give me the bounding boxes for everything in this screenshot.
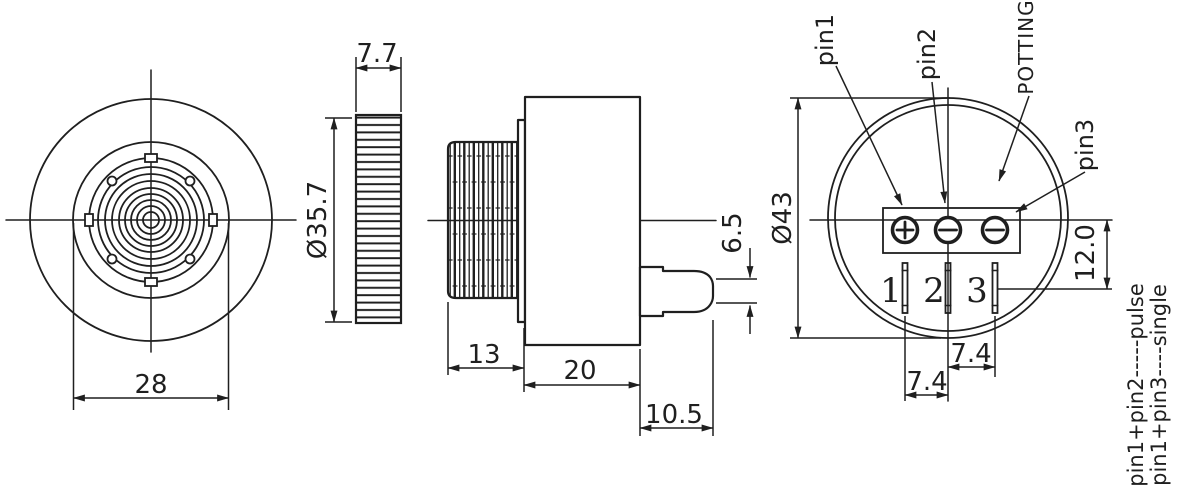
membrane-ridge-circle — [97, 166, 205, 274]
bezel-outer-circle — [29, 98, 273, 342]
leader-line-pin1 — [835, 65, 903, 206]
mounting-hole — [106, 175, 118, 187]
threaded-neck — [446, 140, 520, 300]
body-length-dimension: 20 — [523, 349, 641, 436]
lead-number-3: 3 — [966, 271, 988, 311]
retainer-tab — [144, 153, 158, 163]
mounting-hole — [184, 253, 196, 265]
dimension-text-43: Ø43 — [768, 191, 798, 245]
tip-diameter-dimension: 6.5 — [716, 212, 757, 334]
terminals — [890, 215, 1010, 245]
knob-diameter-dimension: Ø35.7 — [303, 117, 352, 323]
dimension-text-7-4-right: 7.4 — [950, 339, 991, 369]
wiring-notes: pin1+pin2-----pulse pin1+pin3----single — [1124, 283, 1171, 487]
pin-callouts: pin1 pin2 POTTING pin3 — [811, 0, 1099, 213]
membrane-ridge-circle — [104, 173, 198, 267]
label-pin2: pin2 — [913, 28, 941, 80]
solder-lead-1 — [901, 262, 909, 314]
knob-thickness-dimension: 7.7 — [355, 39, 402, 112]
membrane-ridge-circle — [118, 187, 184, 253]
mounting-hole — [106, 253, 118, 265]
retainer-tab — [208, 213, 218, 227]
dimension-text-13: 13 — [467, 340, 500, 370]
rear-view: 1 2 3 pin1 pin2 POTTING pin3 Ø43 12.0 — [768, 0, 1113, 402]
leader-line-pin3 — [1015, 171, 1086, 213]
label-potting: POTTING — [1014, 0, 1038, 95]
leader-line-potting — [998, 95, 1030, 182]
lead-number-1: 1 — [880, 271, 902, 311]
rear-diameter-dimension: Ø43 — [768, 97, 950, 339]
membrane-ridge-circle — [136, 205, 166, 235]
note-pulse: pin1+pin2-----pulse — [1124, 283, 1148, 487]
membrane-ridge-circle — [111, 180, 191, 260]
dimension-text-6-5: 6.5 — [718, 212, 748, 253]
plus-mark-icon — [895, 220, 915, 240]
front-view: 28 — [5, 69, 297, 410]
nozzle-length-dimension: 10.5 — [639, 320, 714, 436]
housing-body — [523, 95, 642, 347]
membrane-ridge-circle — [124, 193, 178, 247]
lead-pitch-dimensions: 7.4 7.4 — [904, 316, 996, 401]
thread-length-dimension: 13 — [447, 302, 525, 392]
retainer-tab — [144, 277, 158, 287]
retainer-tab — [84, 213, 94, 227]
dimension-text-12-0: 12.0 — [1071, 224, 1101, 282]
sound-nozzle — [638, 265, 715, 318]
solder-lead-3 — [991, 262, 999, 314]
retainer-tabs — [84, 153, 218, 287]
knob-side-view: 7.7 Ø35.7 — [303, 39, 403, 325]
membrane-ridge-circle — [130, 199, 172, 241]
front-width-dimension: 28 — [72, 223, 230, 410]
body-side-view: 13 20 10.5 6.5 — [427, 95, 757, 436]
dimension-text-35-7: Ø35.7 — [303, 181, 333, 259]
dimension-text-7-7: 7.7 — [356, 39, 397, 69]
mounting-holes — [106, 175, 196, 265]
label-pin3: pin3 — [1071, 119, 1099, 171]
mounting-hole — [184, 175, 196, 187]
dimension-text-28: 28 — [134, 370, 167, 400]
membrane-ridge-circle — [142, 211, 160, 229]
leader-line-pin2 — [931, 81, 948, 204]
lead-length-dimension: 12.0 — [998, 219, 1112, 290]
lead-number-labels: 1 2 3 — [880, 271, 988, 311]
dimension-text-7-4-left: 7.4 — [906, 367, 947, 397]
knurled-ring-body — [354, 113, 403, 325]
membrane-ridges — [97, 166, 205, 274]
note-single: pin1+pin3----single — [1147, 284, 1171, 486]
lead-number-2: 2 — [923, 271, 945, 311]
bezel-inner-circle — [72, 141, 230, 299]
label-pin1: pin1 — [811, 14, 839, 66]
dimension-text-10-5: 10.5 — [645, 400, 703, 430]
dimension-text-20: 20 — [563, 356, 596, 386]
